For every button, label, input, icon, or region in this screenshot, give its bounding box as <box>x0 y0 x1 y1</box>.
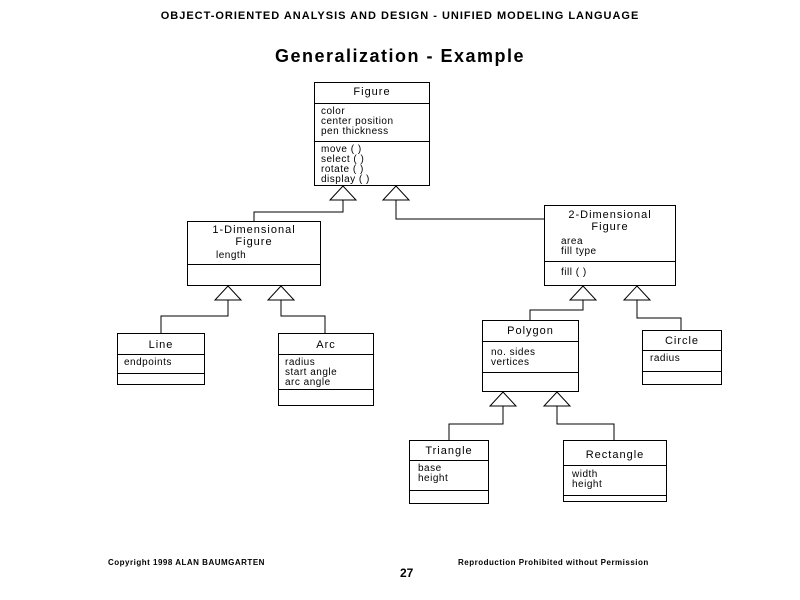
operations-section <box>188 264 320 279</box>
attribute: fill type <box>561 246 597 257</box>
class-name: Arc <box>316 339 336 351</box>
attribute: height <box>418 473 449 484</box>
arrowhead-two-dim-left <box>568 285 598 301</box>
class-two-dimensional-figure: 2-Dimensional Figure area fill type fill… <box>544 205 676 286</box>
connector-arc-to-one-dim <box>280 300 326 333</box>
attribute: endpoints <box>124 357 172 368</box>
operation: rotate ( ) <box>321 164 364 175</box>
class-line: Line endpoints <box>117 333 205 385</box>
slide-title: Generalization - Example <box>274 46 526 66</box>
attributes-section: no. sides vertices <box>483 341 578 372</box>
arrowhead-one-dim-left <box>213 285 243 301</box>
attribute: length <box>216 250 247 261</box>
operation: fill ( ) <box>561 267 587 278</box>
attribute: vertices <box>491 357 530 368</box>
operation: move ( ) <box>321 144 362 155</box>
class-arc: Arc radius start angle arc angle <box>278 333 374 406</box>
class-name: Line <box>148 339 174 351</box>
attribute: center position <box>321 116 394 127</box>
arrowhead-two-dim-right <box>622 285 652 301</box>
operations-section <box>643 371 721 383</box>
attribute: color <box>321 106 346 117</box>
connector-rectangle-to-polygon <box>556 406 615 440</box>
connector-two-dim-to-figure <box>395 200 544 220</box>
operations-section <box>564 495 666 502</box>
class-name: Circle <box>664 335 700 347</box>
page-number: 27 <box>400 566 414 580</box>
class-name-line: Figure <box>591 221 629 233</box>
attribute: pen thickness <box>321 126 389 137</box>
copyright-notice: Copyright 1998 ALAN BAUMGARTEN <box>108 558 265 567</box>
attribute: start angle <box>285 367 338 378</box>
operations-section <box>483 372 578 392</box>
connector-polygon-to-two-dim <box>529 300 584 320</box>
class-circle: Circle radius <box>642 330 722 385</box>
attribute: area <box>561 236 584 247</box>
class-name: 1-Dimensional Figure <box>188 222 320 249</box>
class-one-dimensional-figure: 1-Dimensional Figure length <box>187 221 321 286</box>
class-triangle: Triangle base height <box>409 440 489 504</box>
class-polygon: Polygon no. sides vertices <box>482 320 579 392</box>
attributes-section: length <box>188 249 320 264</box>
attributes-section: radius start angle arc angle <box>279 354 373 389</box>
operation: select ( ) <box>321 154 365 165</box>
attributes-section: area fill type <box>545 234 675 261</box>
class-name-line: 2-Dimensional <box>568 209 652 221</box>
class-name: Polygon <box>507 325 554 337</box>
attribute: width <box>572 469 598 480</box>
connector-line-to-one-dim <box>160 300 229 333</box>
class-name: Triangle <box>425 445 473 457</box>
attributes-section: color center position pen thickness <box>315 103 429 141</box>
operations-section <box>279 389 373 403</box>
attribute: radius <box>650 353 681 364</box>
attribute: base <box>418 463 442 474</box>
arrowhead-figure-left <box>328 185 358 201</box>
attribute: height <box>572 479 603 490</box>
operation: display ( ) <box>321 174 370 185</box>
arrowhead-polygon-left <box>488 391 518 407</box>
class-name-line: 1-Dimensional <box>212 224 296 236</box>
arrowhead-one-dim-right <box>266 285 296 301</box>
attributes-section: radius <box>643 350 721 371</box>
operations-section: move ( ) select ( ) rotate ( ) display (… <box>315 141 429 188</box>
attributes-section: width height <box>564 465 666 495</box>
connector-triangle-to-polygon <box>448 406 504 440</box>
arrowhead-polygon-right <box>542 391 572 407</box>
page-header: OBJECT-ORIENTED ANALYSIS AND DESIGN - UN… <box>160 10 640 22</box>
class-name: Rectangle <box>585 449 645 461</box>
connector-one-dim-to-figure <box>253 200 344 221</box>
class-figure: Figure color center position pen thickne… <box>314 82 430 186</box>
class-rectangle: Rectangle width height <box>563 440 667 502</box>
class-name: 2-Dimensional Figure <box>545 206 675 234</box>
operations-section: fill ( ) <box>545 261 675 284</box>
attributes-section: endpoints <box>118 354 204 373</box>
arrowhead-figure-right <box>381 185 411 201</box>
operations-section <box>118 373 204 382</box>
attribute: arc angle <box>285 377 331 388</box>
connector-circle-to-two-dim <box>636 300 682 330</box>
reproduction-notice: Reproduction Prohibited without Permissi… <box>458 558 649 567</box>
attributes-section: base height <box>410 460 488 490</box>
attribute: radius <box>285 357 316 368</box>
class-name: Figure <box>353 86 391 98</box>
class-name-line: Figure <box>235 236 273 248</box>
operations-section <box>410 490 488 502</box>
attribute: no. sides <box>491 347 536 358</box>
